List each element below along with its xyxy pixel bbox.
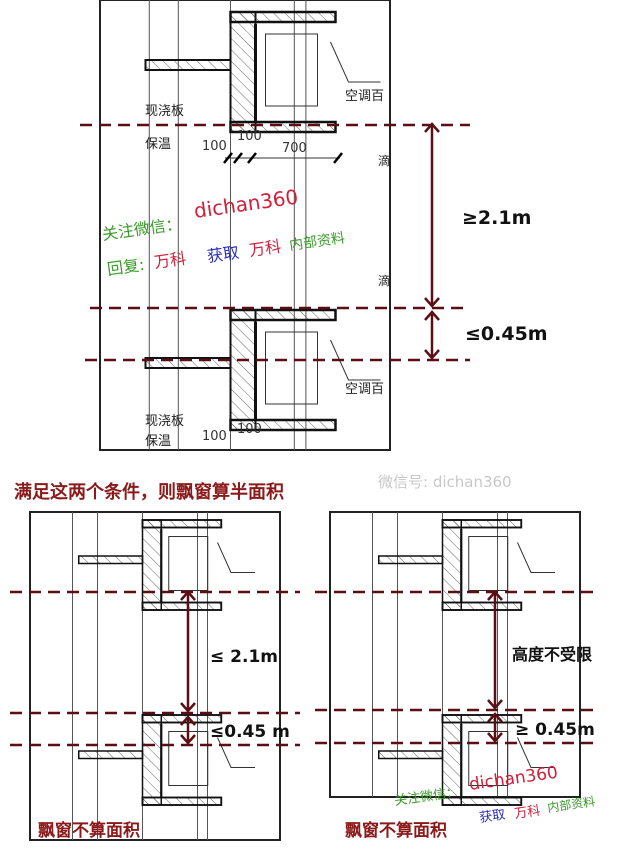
dim-100: 100	[237, 422, 262, 437]
arrowhead-down	[180, 702, 196, 713]
ac-unit-outline	[265, 331, 318, 405]
wall	[229, 11, 257, 133]
leader-line	[217, 542, 255, 573]
floor-slab	[378, 555, 444, 565]
bottom-board	[441, 601, 523, 611]
wall	[141, 519, 162, 611]
floor-slab	[78, 555, 144, 565]
dimension-tick	[223, 152, 233, 164]
leader-line	[517, 542, 555, 573]
right-height-condition: 高度不受限	[512, 645, 593, 664]
watermark-w2-2: 万科	[513, 803, 541, 821]
slab-label-2: 现浇板	[145, 414, 184, 429]
top-board	[229, 10, 337, 24]
insulation-label-2: 保温	[145, 434, 171, 449]
wall	[229, 309, 257, 431]
bottom-board	[441, 796, 523, 806]
height-condition-label: ≥2.1m	[462, 207, 531, 229]
bottom-board	[141, 796, 223, 806]
left-sill-condition: ≤0.45 m	[210, 722, 290, 742]
ac-unit-outline	[265, 33, 318, 107]
top-board	[229, 308, 337, 322]
arrowhead-down	[424, 349, 440, 360]
wall	[141, 714, 162, 806]
arrowhead-up	[424, 310, 440, 321]
watermark-internal-2: 内部资料	[546, 793, 596, 815]
drip-label-2: 滴	[378, 273, 390, 288]
wechat-id-watermark: 微信号: dichan360	[378, 473, 512, 491]
right-drawing	[329, 511, 581, 806]
floor-slab	[78, 750, 144, 760]
leader-line	[330, 339, 381, 381]
left-height-condition: ≤ 2.1m	[210, 647, 278, 667]
left-drawing	[29, 511, 281, 841]
watermark-internal: 内部资料	[288, 230, 346, 254]
dimension-tick	[233, 152, 243, 164]
dim-100: 100	[202, 139, 227, 154]
ac-unit-outline	[468, 731, 509, 786]
sill-condition-label: ≤0.45m	[465, 323, 548, 345]
leader-line	[517, 737, 555, 768]
insulation-label: 保温	[145, 137, 171, 152]
drip-label: 滴	[378, 153, 390, 168]
slab-label: 现浇板	[145, 104, 184, 119]
main-drawing	[99, 0, 391, 451]
leader-line	[330, 41, 381, 83]
watermark-get: 获取	[206, 243, 240, 266]
watermark-w1: 万科	[153, 249, 187, 272]
dimension-tick	[333, 152, 343, 164]
arrowhead-down	[180, 734, 196, 745]
arrowhead-down	[487, 699, 503, 710]
arrowhead-down	[487, 732, 503, 743]
ac-louver-label: 空调百	[345, 89, 384, 104]
arrowhead-up	[180, 590, 196, 601]
conclusion-text: 满足这两个条件，则飘窗算半面积	[14, 481, 284, 503]
arrowhead-up	[180, 715, 196, 726]
arrowhead-down	[424, 297, 440, 308]
right-caption: 飘窗不算面积	[345, 820, 447, 841]
top-board	[141, 519, 223, 529]
right-sill-condition: ≥ 0.45m	[515, 720, 595, 740]
dim-700: 700	[282, 141, 307, 156]
floor-slab	[144, 59, 232, 71]
dim-100: 100	[237, 129, 262, 144]
bottom-board	[229, 120, 337, 134]
bottom-board	[229, 418, 337, 432]
arrowhead-up	[487, 712, 503, 723]
arrowhead-up	[487, 590, 503, 601]
bottom-board	[141, 601, 223, 611]
ac-unit-outline	[468, 536, 509, 591]
top-board	[441, 519, 523, 529]
leader-line	[217, 737, 255, 768]
arrowhead-up	[424, 122, 440, 133]
watermark-w2: 万科	[248, 237, 282, 260]
top-board	[441, 714, 523, 724]
watermark-get-2: 获取	[478, 807, 506, 825]
floor-slab	[378, 750, 444, 760]
dim-100: 100	[202, 429, 227, 444]
left-caption: 飘窗不算面积	[38, 820, 140, 841]
dimension-tick	[247, 152, 257, 164]
ac-louver-label-2: 空调百	[345, 382, 384, 397]
wall	[441, 519, 462, 611]
